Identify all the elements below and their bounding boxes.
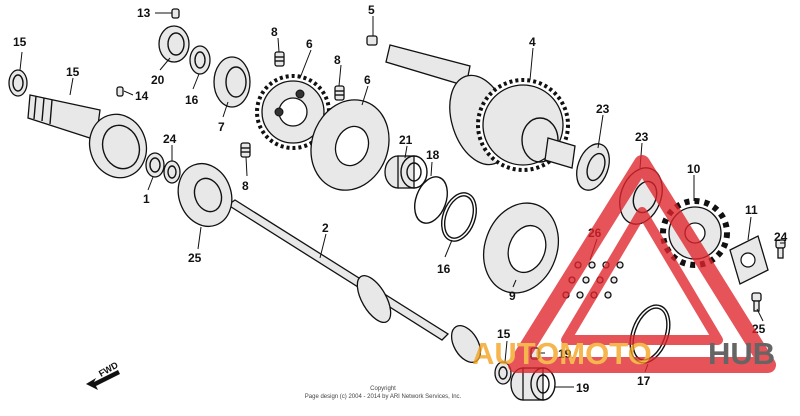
callout-15-low: 15 [497, 327, 511, 341]
copyright-block: Copyright Page design (c) 2004 - 2014 by… [305, 386, 462, 400]
part-7-collar [213, 56, 251, 108]
part-2-shaft [226, 199, 482, 363]
part-1-washer [145, 152, 165, 178]
part-23-bolt-low [751, 292, 762, 312]
callout-8-low: 8 [242, 179, 249, 193]
callout-2: 2 [322, 221, 329, 235]
part-19-needle-bearing-low [510, 367, 556, 401]
leader-lines [19, 12, 785, 388]
callout-16-low: 17 [637, 374, 651, 388]
part-22-oil-seal [576, 143, 610, 191]
callout-5: 6 [306, 37, 313, 51]
part-6-plate [310, 99, 390, 191]
part-9-hub [483, 202, 559, 294]
callout-22: 23 [596, 102, 610, 116]
callout-8-mid: 8 [334, 53, 341, 67]
watermark-logo: AUTOMOTO HUB [472, 155, 776, 373]
callout-13: 15 [66, 65, 80, 79]
callout-16-mid: 16 [437, 262, 451, 276]
part-13-countershaft-hub [27, 94, 148, 179]
part-23-bolt-top [775, 239, 786, 259]
callout-3: 4 [529, 35, 536, 49]
part-20-needle-bearing [384, 155, 428, 189]
watermark-automoto: AUTOMOTO [472, 336, 652, 371]
callout-23-top: 24 [774, 230, 788, 244]
part-3-mainshaft-gear [385, 44, 576, 172]
callout-labels: 15 15 13 14 20 16 7 8 6 8 6 5 4 8 21 18 … [13, 3, 788, 395]
part-12-pin-top [171, 8, 180, 19]
part-11-lock-plate [729, 235, 769, 285]
callout-6: 6 [364, 73, 371, 87]
callout-19-top: 20 [151, 73, 165, 87]
callout-11: 11 [745, 203, 758, 217]
part-25-bearing [177, 162, 233, 228]
callout-12-mid: 14 [135, 89, 149, 103]
callout-12-top: 13 [137, 6, 151, 20]
callout-24: 24 [163, 132, 177, 146]
callout-17: 18 [426, 148, 440, 162]
callout-25: 25 [188, 251, 202, 265]
part-8-spring-top [274, 51, 285, 67]
callout-10: 10 [687, 162, 701, 176]
callout-14: 15 [13, 35, 27, 49]
part-17-circlip [413, 176, 449, 224]
part-12-pin-mid [116, 86, 124, 97]
callout-7: 7 [218, 120, 225, 134]
callout-1: 1 [143, 192, 150, 206]
callout-8-top: 8 [271, 25, 278, 39]
callout-20: 21 [399, 133, 413, 147]
copyright-line1: Copyright [370, 386, 396, 392]
part-15-washer-low [494, 361, 512, 385]
callout-19-low: 19 [576, 381, 590, 395]
callout-9: 9 [509, 289, 516, 303]
part-8-spring-mid [334, 85, 345, 101]
callout-4: 5 [368, 3, 375, 17]
part-4-pin [366, 35, 378, 46]
part-14-washer [8, 69, 28, 97]
copyright-line2: Page design (c) 2004 - 2014 by ARI Netwo… [305, 394, 462, 400]
watermark-hub: HUB [708, 336, 775, 371]
callout-21: 23 [635, 130, 649, 144]
fwd-arrow: FWD [86, 360, 120, 390]
part-19-needle-bearing-top [158, 25, 190, 63]
part-8-spring-low [240, 142, 251, 158]
part-16-circlip-mid [441, 192, 477, 242]
part-15-washer-top [189, 45, 211, 75]
part-24-washer [163, 160, 181, 184]
callout-15-top: 16 [185, 93, 199, 107]
